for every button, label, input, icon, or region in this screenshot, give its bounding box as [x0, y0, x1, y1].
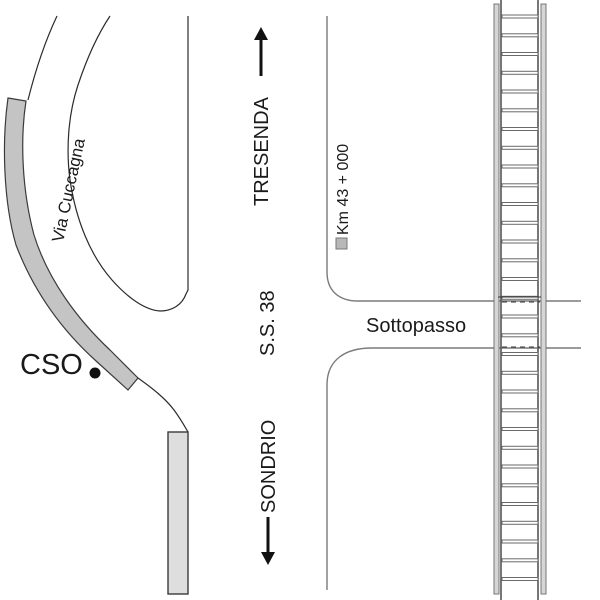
rail-outer-left	[493, 3, 500, 595]
railway	[493, 0, 547, 600]
railway-sleeper	[501, 202, 539, 206]
tresenda-label: TRESENDA	[251, 96, 273, 206]
railway-sleeper	[501, 14, 539, 19]
via-cuccagna-label: Via Cuccagna	[48, 136, 89, 244]
railway-sleepers	[501, 14, 539, 581]
railway-sleeper	[501, 539, 539, 544]
railway-sleeper	[501, 483, 539, 488]
railway-sleeper	[501, 577, 539, 581]
railway-sleeper	[501, 277, 539, 281]
sottopasso-label: Sottopasso	[366, 315, 466, 337]
ss38-east-edge-south	[326, 347, 581, 590]
rail-outer-right	[540, 3, 547, 595]
straight-sidewalk	[167, 431, 189, 595]
railway-sleeper	[501, 389, 539, 394]
railway-sleeper	[501, 164, 539, 169]
railway-sleeper	[501, 33, 539, 38]
sondrio-label: SONDRIO	[258, 420, 280, 513]
arrow-down-icon	[261, 517, 275, 565]
railway-sleeper	[501, 502, 539, 506]
cso-label: CSO	[20, 349, 83, 381]
ss38-label: S.S. 38	[257, 290, 279, 356]
arrow-up-icon	[254, 27, 268, 76]
railway-sleeper	[501, 145, 539, 150]
railway-sleeper	[501, 220, 539, 225]
railway-sleeper	[501, 427, 539, 431]
cso-point-icon	[89, 367, 101, 379]
railway-sleeper	[501, 295, 539, 300]
railway-sleeper	[501, 52, 539, 56]
km-marker-label: Km 43 + 000	[335, 144, 352, 235]
railway-sleeper	[501, 520, 539, 525]
via-cuccagna-inner-edge	[67, 15, 189, 312]
railway-sleeper	[501, 333, 539, 338]
via-cuccagna-outer-edge	[27, 15, 58, 101]
railway-sleeper	[501, 370, 539, 375]
railway-sleeper	[501, 108, 539, 113]
railway-sleeper	[501, 352, 539, 356]
railway-sleeper	[501, 239, 539, 244]
via-cuccagna-sidewalk	[3, 97, 139, 391]
railway-sleeper	[501, 183, 539, 188]
railway-sleeper	[501, 127, 539, 131]
railway-sleeper	[501, 445, 539, 450]
railway-sleeper	[501, 258, 539, 263]
ss38-east-edge-north	[326, 16, 581, 302]
railway-sleeper	[501, 70, 539, 75]
railway-sleeper	[501, 408, 539, 413]
railway-sleeper	[501, 314, 539, 319]
road-edge-south	[137, 377, 189, 433]
railway-sleeper	[501, 558, 539, 563]
railway-sleeper	[501, 464, 539, 469]
km-marker-icon	[335, 237, 348, 250]
railway-sleeper	[501, 89, 539, 94]
